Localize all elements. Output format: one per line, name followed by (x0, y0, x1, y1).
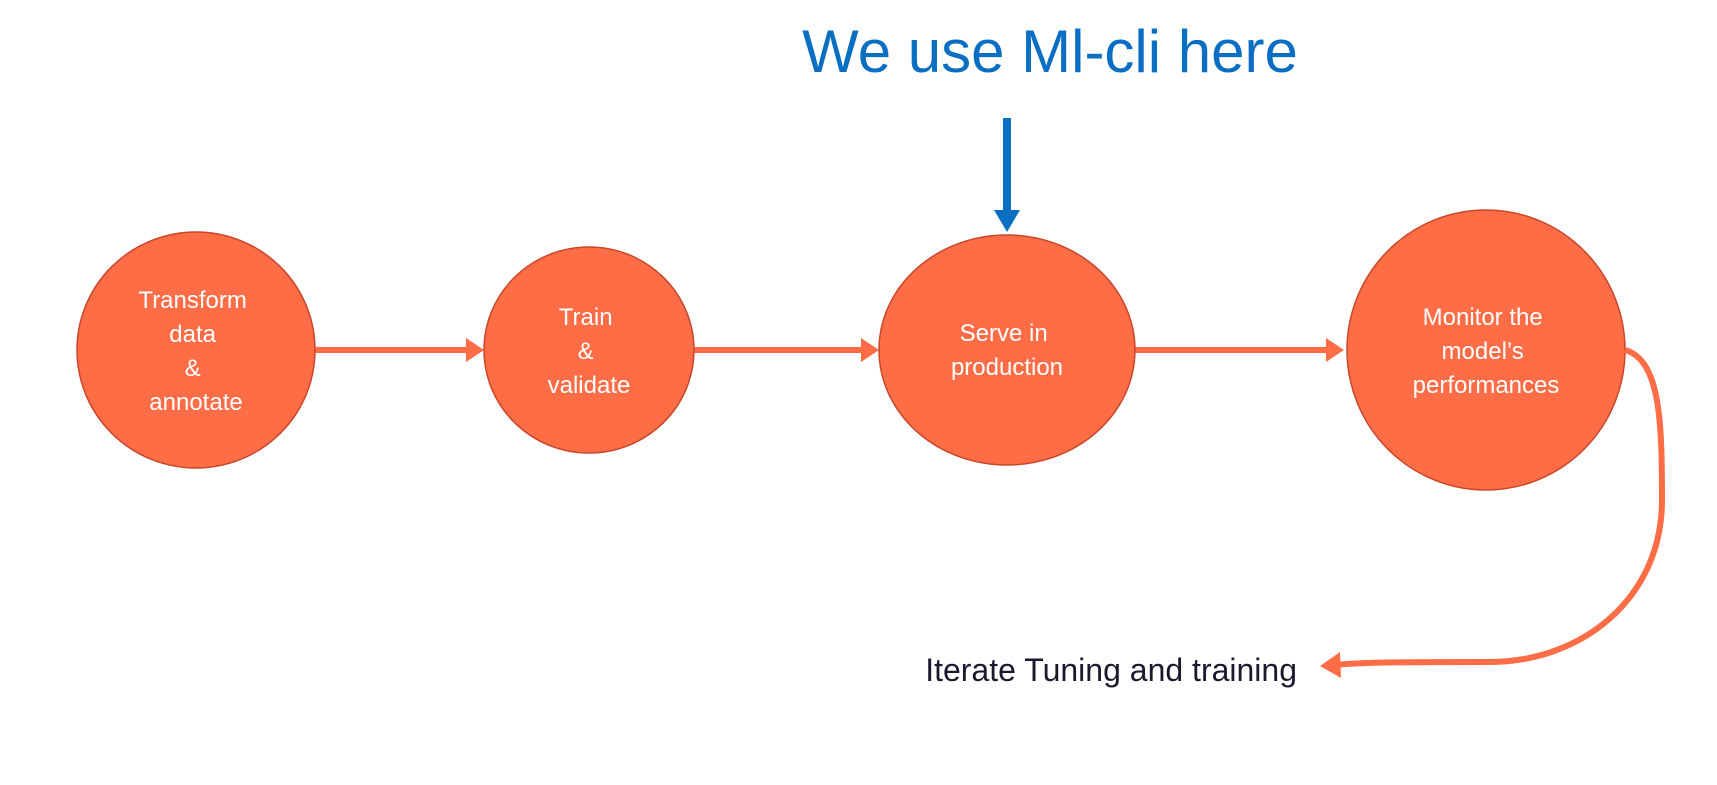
callout-arrow (994, 118, 1020, 232)
stage-node-monitor: Monitor the model’s performances (1346, 209, 1626, 491)
stage-label: Transform data & annotate (138, 287, 253, 416)
stage-node-transform: Transform data & annotate (76, 231, 316, 469)
stage-node-train: Train & validate (483, 246, 695, 454)
stage-label: Train & validate (548, 304, 631, 399)
stage-circle (76, 231, 316, 469)
connector-train-to-serve-head (861, 338, 879, 362)
loop-arrowhead (1320, 652, 1341, 678)
stage-label: Monitor the model’s performances (1413, 304, 1560, 399)
connector-serve-to-monitor-head (1326, 338, 1344, 362)
stage-circle (878, 234, 1136, 466)
stage-label: Serve in production (951, 320, 1063, 381)
callout-title: We use Ml-cli here (802, 18, 1298, 85)
stage-node-serve: Serve in production (878, 234, 1136, 466)
loop-curve (1334, 347, 1666, 668)
feedback-loop-arrow (1320, 347, 1666, 678)
stage-circle (483, 246, 695, 454)
connector-transform-to-train-head (466, 338, 484, 362)
loop-label: Iterate Tuning and training (925, 652, 1297, 688)
stage-connectors (315, 338, 1344, 362)
